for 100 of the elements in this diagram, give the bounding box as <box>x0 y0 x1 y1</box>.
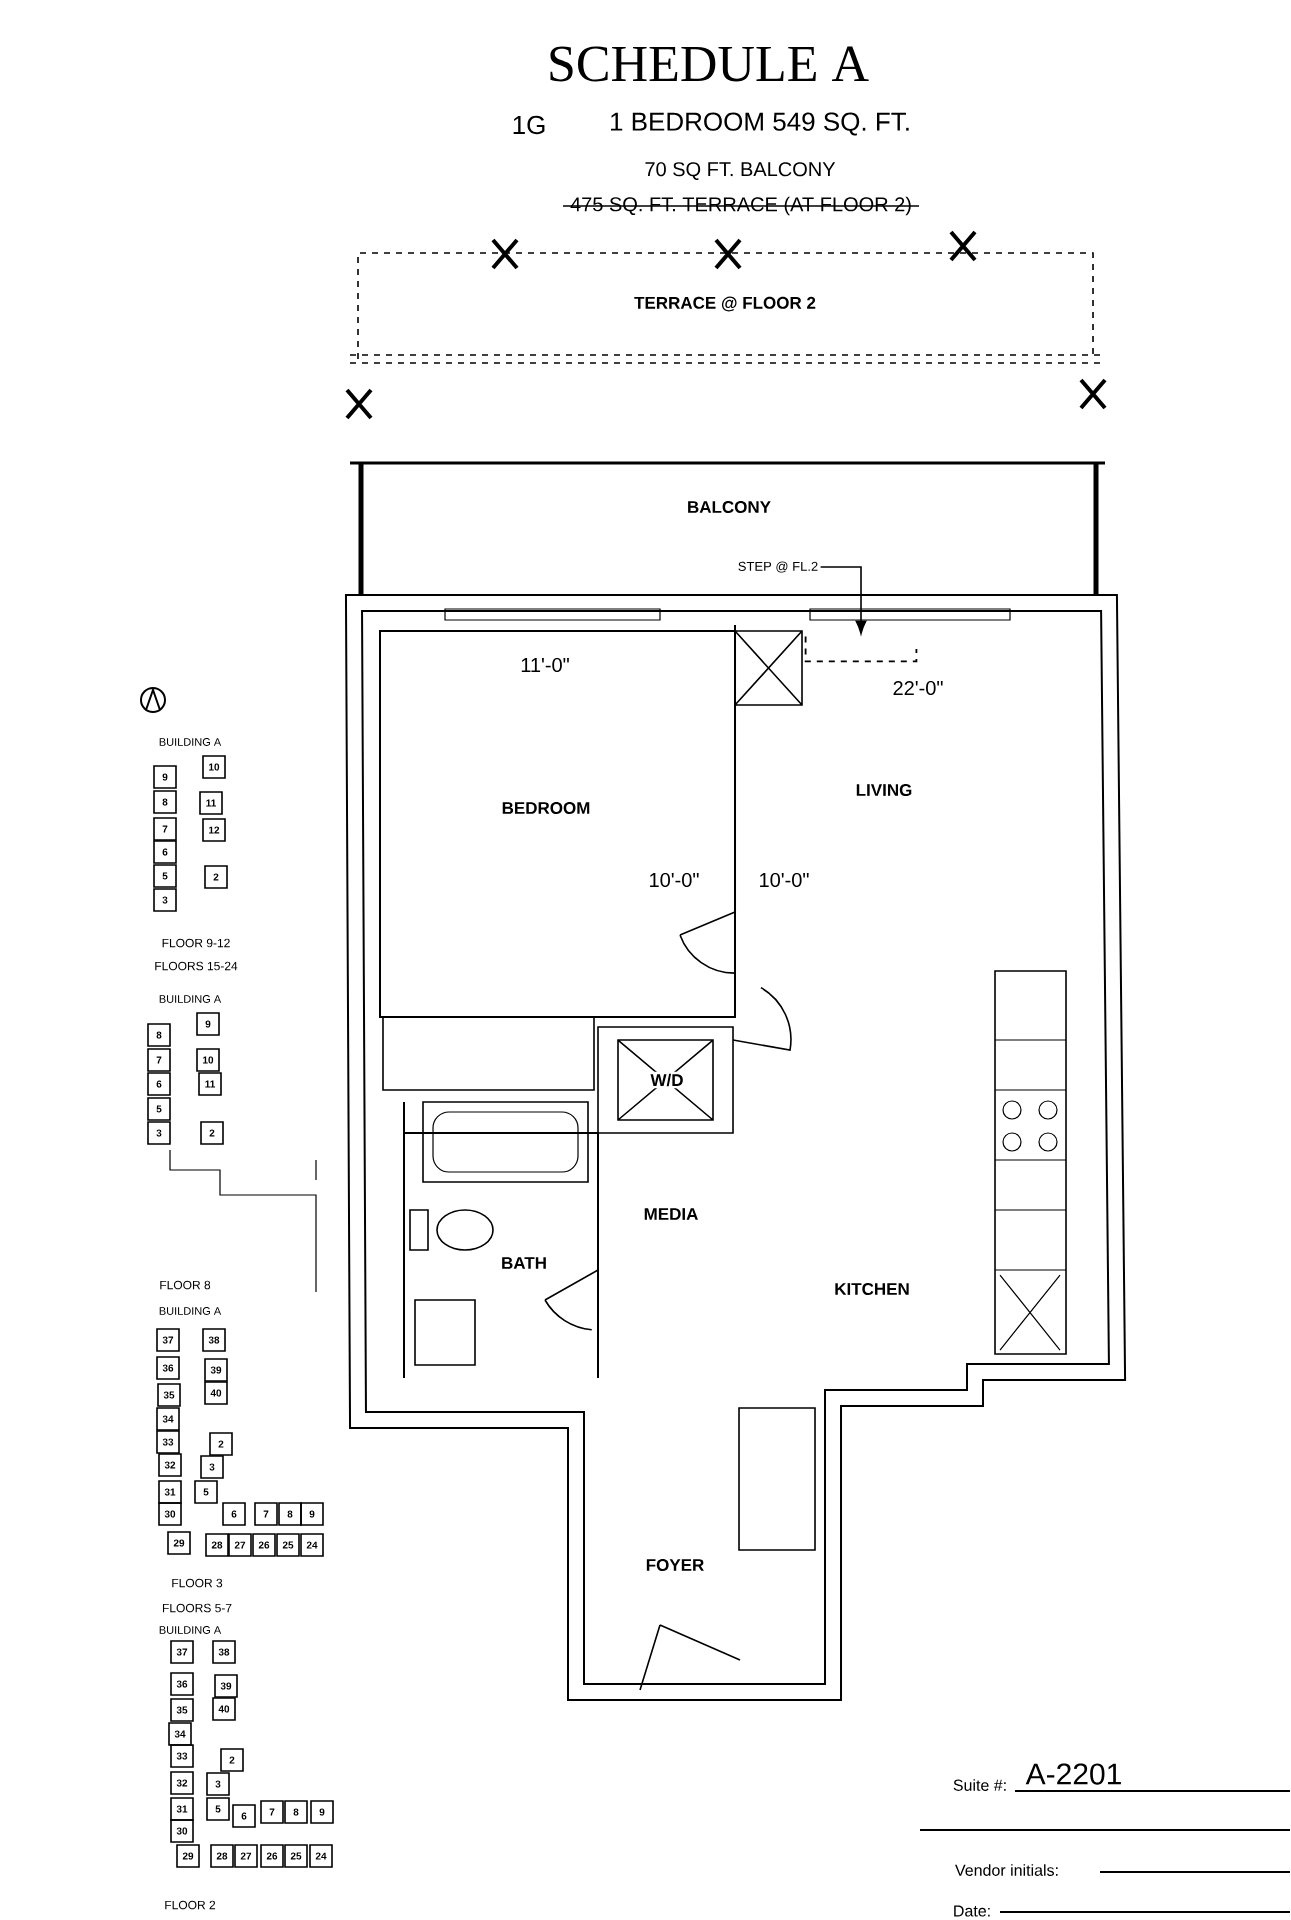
unit-cell: 8 <box>284 1800 308 1824</box>
unit-cell: 3 <box>206 1772 230 1796</box>
floor-label: FLOOR 9-12 <box>162 938 230 948</box>
note-text: STEP @ FL.2 <box>738 561 818 573</box>
unit-cell: 24 <box>309 1844 333 1868</box>
unit-cell: 26 <box>260 1844 284 1868</box>
heading-text: 1G <box>513 115 545 135</box>
unit-cell: 9 <box>300 1502 324 1526</box>
unit-cell: 7 <box>153 817 177 841</box>
unit-cell: 6 <box>147 1072 171 1096</box>
unit-cell: 26 <box>252 1533 276 1557</box>
form-label: Date: <box>954 1905 990 1917</box>
dimension-label: 10'-0" <box>760 872 809 888</box>
unit-cell: 5 <box>147 1097 171 1121</box>
unit-cell: 29 <box>176 1844 200 1868</box>
dimension-label: 10'-0" <box>650 872 699 888</box>
unit-cell: 28 <box>205 1533 229 1557</box>
unit-cell: 9 <box>310 1800 334 1824</box>
unit-cell: 34 <box>168 1722 192 1746</box>
unit-cell: 24 <box>300 1533 324 1557</box>
unit-cell: 33 <box>170 1744 194 1768</box>
unit-cell: 5 <box>194 1480 218 1504</box>
form-label: Vendor initials: <box>955 1864 1058 1876</box>
unit-cell: 28 <box>210 1844 234 1868</box>
unit-cell: 8 <box>153 790 177 814</box>
room-label: BALCONY <box>688 501 771 513</box>
heading-text: 1 BEDROOM 549 SQ. FT. <box>611 112 909 136</box>
unit-cell: 25 <box>276 1533 300 1557</box>
title: SCHEDULE A <box>550 46 869 82</box>
unit-cell: 10 <box>196 1048 220 1072</box>
room-label: LIVING <box>856 784 912 796</box>
unit-cell: 8 <box>278 1502 302 1526</box>
unit-cell: 10 <box>202 755 226 779</box>
unit-cell: 8 <box>147 1023 171 1047</box>
unit-cell: 12 <box>202 818 226 842</box>
unit-cell: 38 <box>202 1328 226 1352</box>
unit-cell: 6 <box>222 1502 246 1526</box>
dimension-label: 22'-0" <box>893 680 943 696</box>
unit-cell: 30 <box>170 1819 194 1843</box>
floor-label: FLOORS 5-7 <box>162 1603 232 1613</box>
unit-cell: 9 <box>196 1012 220 1036</box>
room-label: KITCHEN <box>835 1283 909 1295</box>
unit-cell: 32 <box>158 1453 182 1477</box>
unit-cell: 25 <box>284 1844 308 1868</box>
unit-cell: 37 <box>170 1640 194 1664</box>
unit-cell: 6 <box>153 840 177 864</box>
unit-cell: 11 <box>199 791 223 815</box>
unit-cell: 39 <box>204 1358 228 1382</box>
heading-text: 70 SQ FT. BALCONY <box>645 162 836 180</box>
key-plan-heading: BUILDING A <box>159 1307 222 1315</box>
floor-label: FLOOR 3 <box>172 1578 223 1588</box>
key-plan-heading: BUILDING A <box>159 738 222 746</box>
unit-cell: 3 <box>147 1121 171 1145</box>
unit-cell: 37 <box>156 1328 180 1352</box>
unit-cell: 6 <box>232 1804 256 1828</box>
unit-cell: 2 <box>204 865 228 889</box>
unit-cell: 39 <box>214 1674 238 1698</box>
unit-cell: 36 <box>156 1356 180 1380</box>
unit-cell: 27 <box>234 1844 258 1868</box>
unit-cell: 2 <box>200 1121 224 1145</box>
room-label: W/D <box>648 1071 686 1089</box>
unit-cell: 27 <box>228 1533 252 1557</box>
floor-label: FLOOR 8 <box>160 1280 211 1290</box>
room-label: FOYER <box>646 1559 704 1572</box>
unit-cell: 7 <box>147 1048 171 1072</box>
unit-cell: 38 <box>212 1640 236 1664</box>
room-label: TERRACE @ FLOOR 2 <box>634 296 816 312</box>
unit-cell: 29 <box>167 1531 191 1555</box>
step-outline <box>804 635 918 663</box>
unit-cell: 35 <box>157 1383 181 1407</box>
unit-cell: 9 <box>153 765 177 789</box>
room-label: MEDIA <box>644 1208 698 1220</box>
unit-cell: 31 <box>158 1480 182 1504</box>
unit-cell: 5 <box>206 1797 230 1821</box>
unit-cell: 30 <box>158 1502 182 1526</box>
dimension-label: 11'-0" <box>521 657 569 673</box>
unit-cell: 7 <box>254 1502 278 1526</box>
unit-cell: 2 <box>209 1432 233 1456</box>
unit-cell: 32 <box>170 1771 194 1795</box>
floor-label: FLOORS 15-24 <box>155 961 238 971</box>
unit-cell: 35 <box>170 1698 194 1722</box>
unit-cell: 3 <box>153 888 177 912</box>
unit-cell: 11 <box>198 1072 222 1096</box>
key-plan-heading: BUILDING A <box>159 995 222 1003</box>
unit-cell: 3 <box>200 1455 224 1479</box>
leader-line <box>819 566 867 635</box>
suite-number: A-2201 <box>1025 1763 1121 1785</box>
unit-cell: 40 <box>212 1697 236 1721</box>
floor-label: FLOOR 2 <box>165 1900 216 1910</box>
unit-cell: 33 <box>156 1430 180 1454</box>
unit-cell: 31 <box>170 1797 194 1821</box>
key-plan-heading: BUILDING A <box>159 1626 222 1634</box>
unit-cell: 2 <box>220 1748 244 1772</box>
unit-cell: 7 <box>260 1800 284 1824</box>
unit-cell: 40 <box>204 1381 228 1405</box>
unit-cell: 36 <box>170 1672 194 1696</box>
form-label: Suite #: <box>953 1779 1006 1791</box>
room-label: BATH <box>502 1257 546 1269</box>
unit-cell: 5 <box>153 864 177 888</box>
unit-cell: 34 <box>156 1407 180 1431</box>
